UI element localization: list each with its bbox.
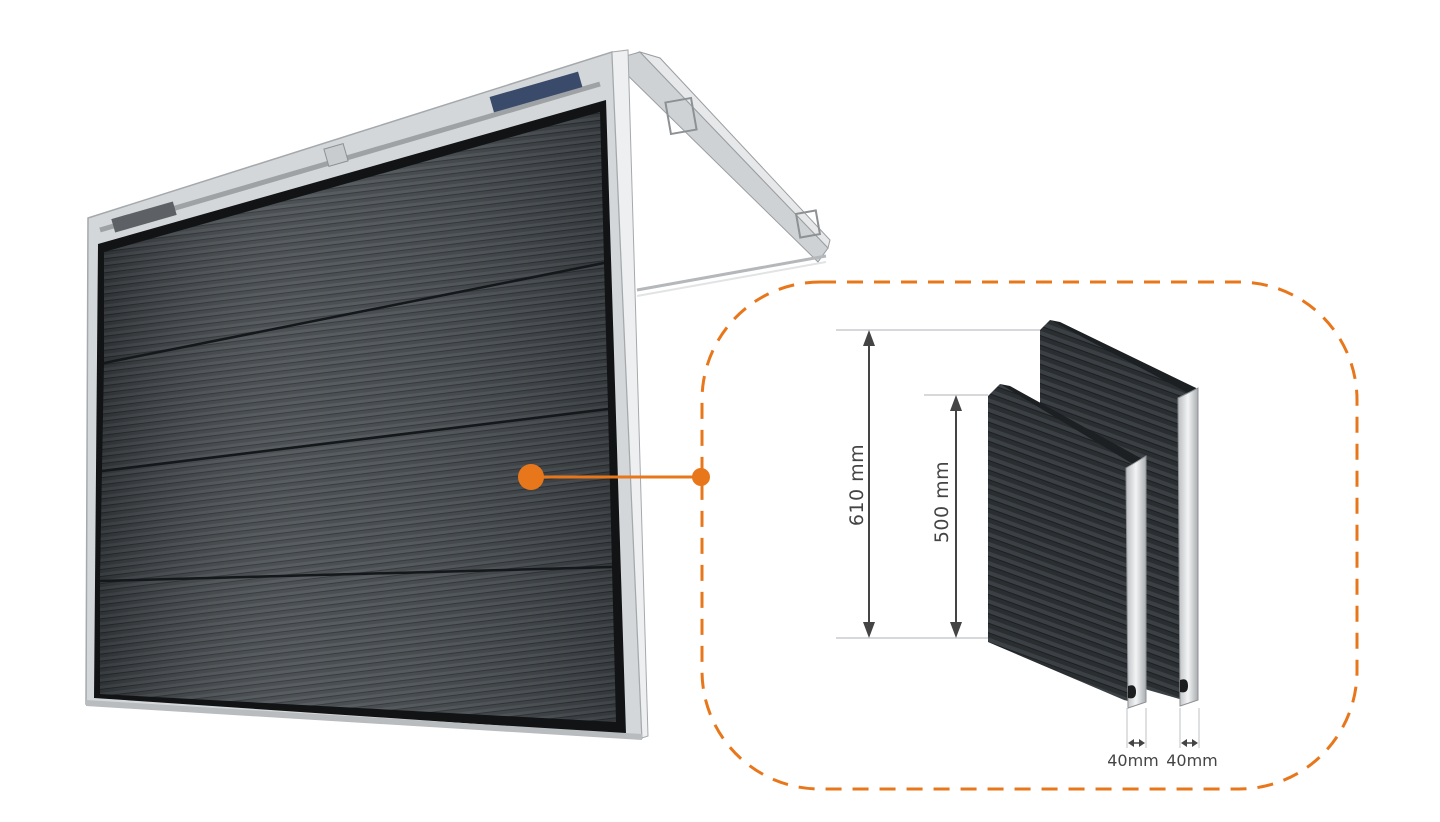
dimension-label-500: 500 mm — [931, 461, 953, 543]
arrow-up-icon — [863, 330, 875, 346]
arrow-down-icon — [950, 622, 962, 638]
arrow-up-icon — [950, 395, 962, 411]
callout-box — [700, 280, 1359, 791]
thickness-label-left: 40mm — [1107, 751, 1159, 770]
torsion-spring-shaft — [99, 71, 601, 233]
callout-dot-frame — [692, 468, 710, 486]
arrow-right-icon — [1139, 739, 1145, 747]
callout-connector — [518, 464, 710, 490]
door-section-4 — [100, 568, 616, 722]
panel-detail — [988, 320, 1199, 709]
door-section-2 — [102, 264, 608, 470]
arrow-right-icon — [1192, 739, 1198, 747]
thickness-label-right: 40mm — [1166, 751, 1218, 770]
dimension-610: 610 mm — [836, 329, 1040, 639]
dimension-label-610: 610 mm — [846, 444, 868, 526]
door-section-3 — [100, 410, 612, 580]
panel-500 — [988, 384, 1147, 709]
callout-dot-door — [518, 464, 544, 490]
dimension-thickness: 40mm 40mm — [1107, 708, 1218, 770]
dimension-500: 500 mm — [924, 394, 988, 638]
ceiling-track — [611, 50, 831, 297]
arrow-left-icon — [1181, 739, 1187, 747]
door-section-1 — [104, 112, 604, 362]
arrow-down-icon — [863, 622, 875, 638]
garage-door — [85, 49, 831, 740]
arrow-left-icon — [1128, 739, 1134, 747]
